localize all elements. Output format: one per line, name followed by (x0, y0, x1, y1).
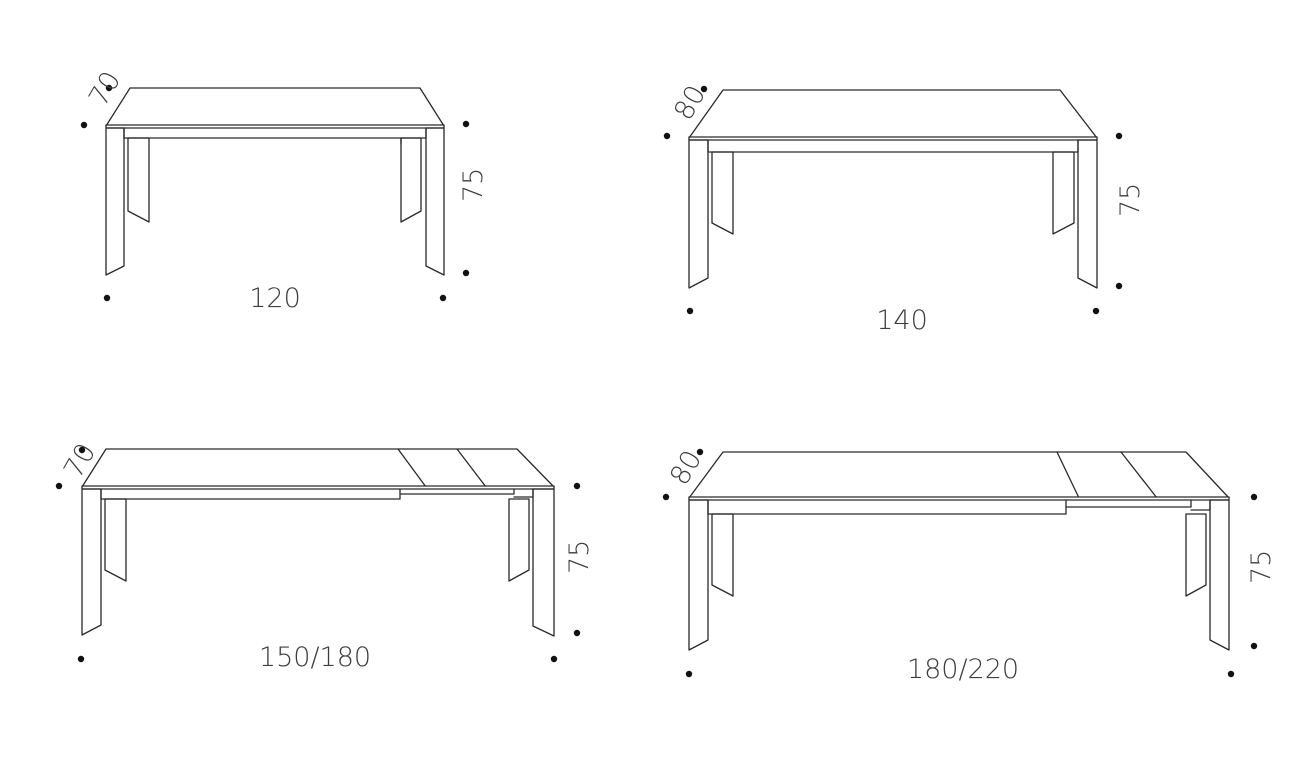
table-120-dimension-markers (80, 84, 470, 302)
table-120-drawing (105, 87, 445, 276)
table-140-width-label: 140 (876, 305, 928, 336)
table-120-depth-label: 70 (83, 66, 127, 111)
table-150-180-dimension-markers (55, 446, 581, 663)
table-180-220-dimension-markers (662, 448, 1258, 678)
table-150-180-width-label: 150/180 (259, 642, 371, 673)
table-120-height-label: 75 (458, 168, 489, 202)
table-180-220-height-label: 75 (1246, 550, 1277, 584)
table-150-180-depth-label: 70 (58, 438, 102, 483)
table-140-height-label: 75 (1115, 183, 1146, 217)
table-180-220-width-label: 180/220 (907, 654, 1019, 685)
table-180-220-drawing (688, 451, 1230, 651)
table-140-drawing (688, 89, 1098, 289)
table-150-180-height-label: 75 (564, 540, 595, 574)
table-140-dimension-markers (663, 85, 1123, 315)
table-150-180-drawing (81, 448, 555, 637)
table-120-width-label: 120 (249, 283, 301, 314)
